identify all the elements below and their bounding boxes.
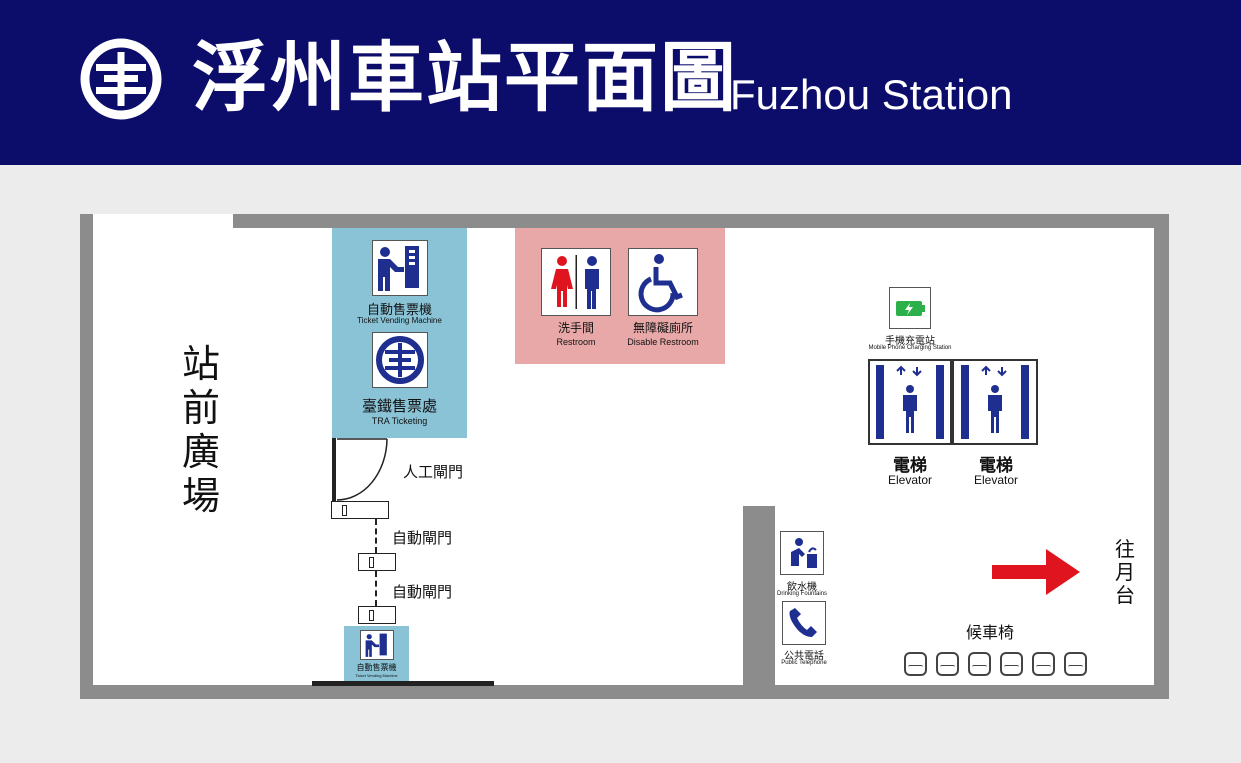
ticket-machine-label-en: Ticket Vending Machine bbox=[357, 316, 442, 325]
ticket-machine-small-label-en: Ticket Vending Machine bbox=[355, 673, 398, 678]
entrance-gap bbox=[93, 214, 233, 228]
ticket-machine-small-sign bbox=[360, 630, 394, 660]
seat-icon bbox=[1064, 652, 1087, 676]
seat-icon bbox=[968, 652, 991, 676]
auto-gate-label-1: 自動閘門 bbox=[392, 529, 453, 547]
manual-gate-post bbox=[332, 438, 336, 501]
tra-ticketing-label-en: TRA Ticketing bbox=[371, 416, 428, 426]
gate-machine-3 bbox=[358, 606, 396, 624]
disable-restroom-sign bbox=[628, 248, 698, 316]
elevator-label-2: 電梯 bbox=[979, 456, 1013, 476]
disable-restroom-label: 無障礙廁所 bbox=[632, 321, 693, 335]
elevator-label-1: 電梯 bbox=[893, 456, 927, 476]
restroom-icon bbox=[551, 255, 599, 309]
public-telephone-sign bbox=[782, 601, 826, 645]
drinking-fountain-icon bbox=[791, 538, 817, 568]
public-telephone-label: 公共電話 bbox=[784, 651, 824, 662]
ticket-machine-label: 自動售票機 bbox=[366, 303, 432, 318]
drinking-fountain-label-en: Drinking Fountains bbox=[776, 591, 828, 597]
manual-gate-door-icon bbox=[336, 438, 388, 501]
elevator-sign-1 bbox=[868, 359, 952, 445]
ticket-machine-sign bbox=[372, 240, 428, 296]
charging-label-en: Mobile Phone Charging Station bbox=[868, 345, 952, 351]
arrow-right-icon bbox=[992, 549, 1080, 595]
gate-machine-1 bbox=[331, 501, 389, 519]
charging-label: 手機充電站 bbox=[885, 336, 935, 347]
header-bar: 浮州車站平面圖 Fuzhou Station bbox=[0, 0, 1241, 165]
disable-restroom-label-en: Disable Restroom bbox=[627, 337, 699, 347]
ticket-machine-icon bbox=[365, 633, 387, 657]
telephone-icon bbox=[789, 608, 817, 637]
elevator-icon bbox=[961, 365, 1029, 439]
plaza-label: 站前廣場 bbox=[181, 342, 220, 518]
tra-logo-icon bbox=[80, 38, 162, 120]
seat-icon bbox=[904, 652, 927, 676]
elevator-icon bbox=[876, 365, 944, 439]
charging-icon bbox=[896, 301, 925, 316]
drinking-fountain-sign bbox=[780, 531, 824, 575]
auto-gate-label-2: 自動閘門 bbox=[392, 583, 453, 601]
seat-icon bbox=[1032, 652, 1055, 676]
tra-ticketing-label: 臺鐵售票處 bbox=[361, 397, 437, 415]
page-title: 浮州車站平面圖 bbox=[192, 33, 738, 122]
manual-gate-label: 人工閘門 bbox=[403, 463, 464, 481]
seat-icon bbox=[936, 652, 959, 676]
to-platform-label: 往月台 bbox=[1115, 537, 1135, 607]
gate-barrier-2 bbox=[375, 571, 379, 606]
elevator-label-2-en: Elevator bbox=[973, 473, 1019, 487]
page-title-en: Fuzhou Station bbox=[730, 71, 1013, 118]
tra-ticketing-sign bbox=[372, 332, 428, 388]
waiting-seats-label: 候車椅 bbox=[965, 623, 1014, 642]
restroom-sign bbox=[541, 248, 611, 316]
gate-line bbox=[312, 681, 494, 686]
public-telephone-label-en: Public Telephone bbox=[781, 660, 827, 666]
charging-sign bbox=[889, 287, 931, 329]
drinking-fountain-label: 飲水機 bbox=[787, 582, 817, 593]
tra-logo-icon bbox=[376, 336, 424, 384]
elevator-label-1-en: Elevator bbox=[887, 473, 933, 487]
wheelchair-icon bbox=[638, 254, 683, 313]
platform-side-floor bbox=[775, 228, 1154, 685]
gate-barrier-1 bbox=[375, 519, 379, 553]
seat-icon bbox=[1000, 652, 1023, 676]
ticket-machine-small-label: 自動售票機 bbox=[356, 663, 397, 672]
restroom-label-en: Restroom bbox=[556, 337, 596, 347]
gate-machine-2 bbox=[358, 553, 396, 571]
restroom-label: 洗手間 bbox=[557, 321, 594, 335]
ticket-machine-icon bbox=[378, 246, 419, 291]
passage-floor bbox=[743, 228, 775, 506]
elevator-sign-2 bbox=[952, 359, 1038, 445]
